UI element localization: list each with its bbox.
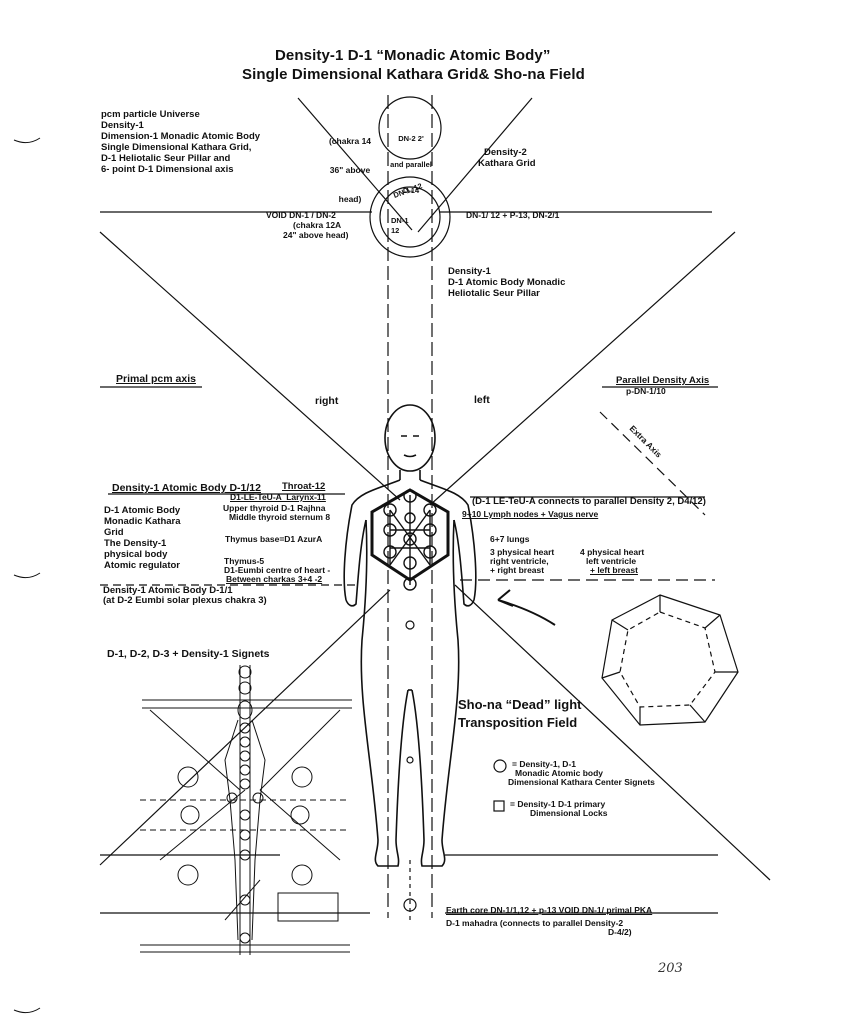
node12-num: 12	[391, 226, 400, 235]
heart3-line3: + right breast	[490, 565, 545, 575]
upper-thyroid-line1: Upper thyroid D-1 Rajhna	[223, 503, 326, 513]
thymus5-line3: Between charkas 3+4 -2	[226, 574, 323, 584]
chakra14-circle	[378, 96, 442, 160]
legend-circle-line2: Monadic Atomic body	[515, 768, 603, 778]
diagonal-lower-left	[99, 589, 391, 866]
human-figure	[343, 404, 477, 867]
thymus5-line1: Thymus-5	[224, 556, 265, 566]
left-desc-1: D-1 Atomic Body	[104, 505, 181, 516]
void-right-label: DN-1/ 12 + P-13, DN-2/1	[466, 210, 560, 220]
parallel-axis-line2: p-DN-1/10	[626, 386, 666, 396]
header-left-5: D-1 Heliotalic Seur Pillar and	[101, 153, 231, 164]
chakra14-node-line1: DN-2 2'	[398, 134, 424, 144]
le-teu-a-label: (D-1 LE-TeU-A connects to parallel Densi…	[472, 496, 706, 507]
heart4-line2: left ventricle	[586, 556, 637, 566]
parallel-axis-line1: Parallel Density Axis	[616, 375, 710, 386]
pointer-arrow	[497, 589, 556, 626]
void-left-line3: 24" above head)	[283, 230, 349, 240]
legend-circle-line1: = Density-1, D-1	[512, 759, 577, 769]
primal-pcm-axis-label: Primal pcm axis	[116, 373, 196, 385]
left-desc-3: Grid	[104, 527, 124, 538]
legend-circle-line3: Dimensional Kathara Center Signets	[508, 777, 655, 787]
heart3-line2: right ventricle,	[490, 556, 549, 566]
atomic-body-d11-line2: (at D-2 Eumbi solar plexus chakra 3)	[103, 595, 267, 606]
page-number: 203	[658, 961, 683, 976]
shona-line2: Transposition Field	[458, 715, 578, 730]
left-desc-6: Atomic regulator	[104, 560, 181, 571]
earth-core-label: Earth core DN-1/1,12 + p-13 VOID DN-1/ p…	[446, 905, 653, 915]
dodecahedron	[601, 594, 739, 726]
void-left-line2: (chakra 12A	[293, 220, 342, 230]
signets-heading: D-1, D-2, D-3 + Density-1 Signets	[107, 648, 270, 660]
density2-grid-line2: Kathara Grid	[478, 158, 536, 169]
shona-line1: Sho-na “Dead” light	[458, 697, 582, 712]
left-desc-4: The Density-1	[104, 538, 167, 549]
chakra12-circle-inner	[379, 186, 441, 248]
heart3-line1: 3 physical heart	[490, 547, 555, 557]
legend-square-line2: Dimensional Locks	[530, 808, 608, 818]
upper-thyroid-line2: Middle thyroid sternum 8	[229, 512, 331, 522]
tree-of-life	[370, 488, 450, 591]
chakra14-line2: 36" above	[329, 164, 371, 175]
lungs-label: 6+7 lungs	[490, 534, 530, 544]
legend-square-line1: = Density-1 D-1 primary	[510, 799, 606, 809]
void-left-line1: VOID DN-1 / DN-2	[266, 210, 336, 220]
title-line1: Density-1 D-1 “Monadic Atomic Body”	[275, 47, 551, 64]
header-left-1: pcm particle Universe	[101, 109, 200, 120]
diagonal-lower-right	[454, 584, 771, 881]
left-desc-2: Monadic Kathara	[104, 516, 181, 527]
heart4-line1: 4 physical heart	[580, 547, 645, 557]
thymus5-line2: D1-Eumbi centre of heart -	[224, 565, 331, 575]
header-left-3: Dimension-1 Monadic Atomic Body	[101, 131, 261, 142]
chakra14-label: (chakra 14 36" above head)	[323, 117, 377, 224]
parallel-density-axis-line	[429, 231, 736, 506]
header-left-6: 6- point D-1 Dimensional axis	[101, 164, 234, 175]
throat-label: Throat-12	[282, 481, 326, 492]
mahadra-line1: D-1 mahadra (connects to parallel Densit…	[446, 918, 624, 928]
side-right-label: right	[315, 395, 339, 407]
header-left-2: Density-1	[101, 120, 144, 131]
legend-square-icon	[493, 800, 505, 812]
pillar-line3: Heliotalic Seur Pillar	[448, 288, 540, 299]
diagonal-upper-right	[417, 97, 533, 233]
left-desc-5: physical body	[104, 549, 168, 560]
side-left-label: left	[474, 394, 490, 406]
larynx-label: D1-LE-TeU-A Larynx-11	[230, 492, 326, 502]
chakra14-node-line3: D-14	[402, 186, 420, 195]
chakra12-circle-outer	[369, 176, 451, 258]
pillar-line1: Density-1	[448, 266, 491, 277]
title-line2: Single Dimensional Kathara Grid& Sho-na …	[242, 66, 585, 83]
mahadra-line2: D-4/2)	[608, 927, 632, 937]
atomic-body-d11-line1: Density-1 Atomic Body D-1/1	[103, 585, 233, 596]
header-left-4: Single Dimensional Kathara Grid,	[101, 142, 252, 153]
chakra14-line1: (chakra 14	[328, 135, 372, 146]
chakra14-node-label: DN-2 2' and parallel D-14	[387, 118, 435, 213]
lymph-label: 9+10 Lymph nodes + Vagus nerve	[462, 509, 599, 519]
chakra14-line3: head)	[338, 194, 362, 205]
density2-grid-line1: Density-2	[484, 147, 527, 158]
signets-diagram	[140, 665, 352, 955]
legend-circle-icon	[493, 759, 507, 773]
atomic-body-d112: Density-1 Atomic Body D-1/12	[112, 482, 261, 494]
primal-pcm-axis-line	[99, 231, 401, 501]
node12-mid: DN-1	[391, 216, 409, 225]
diagonal-upper-left	[297, 97, 413, 231]
heart4-line3: + left breast	[590, 565, 638, 575]
thymus-base: Thymus base=D1 AzurA	[225, 534, 323, 544]
pillar-line2: D-1 Atomic Body Monadic	[448, 277, 566, 288]
chakra14-node-line2: and parallel	[390, 160, 432, 170]
